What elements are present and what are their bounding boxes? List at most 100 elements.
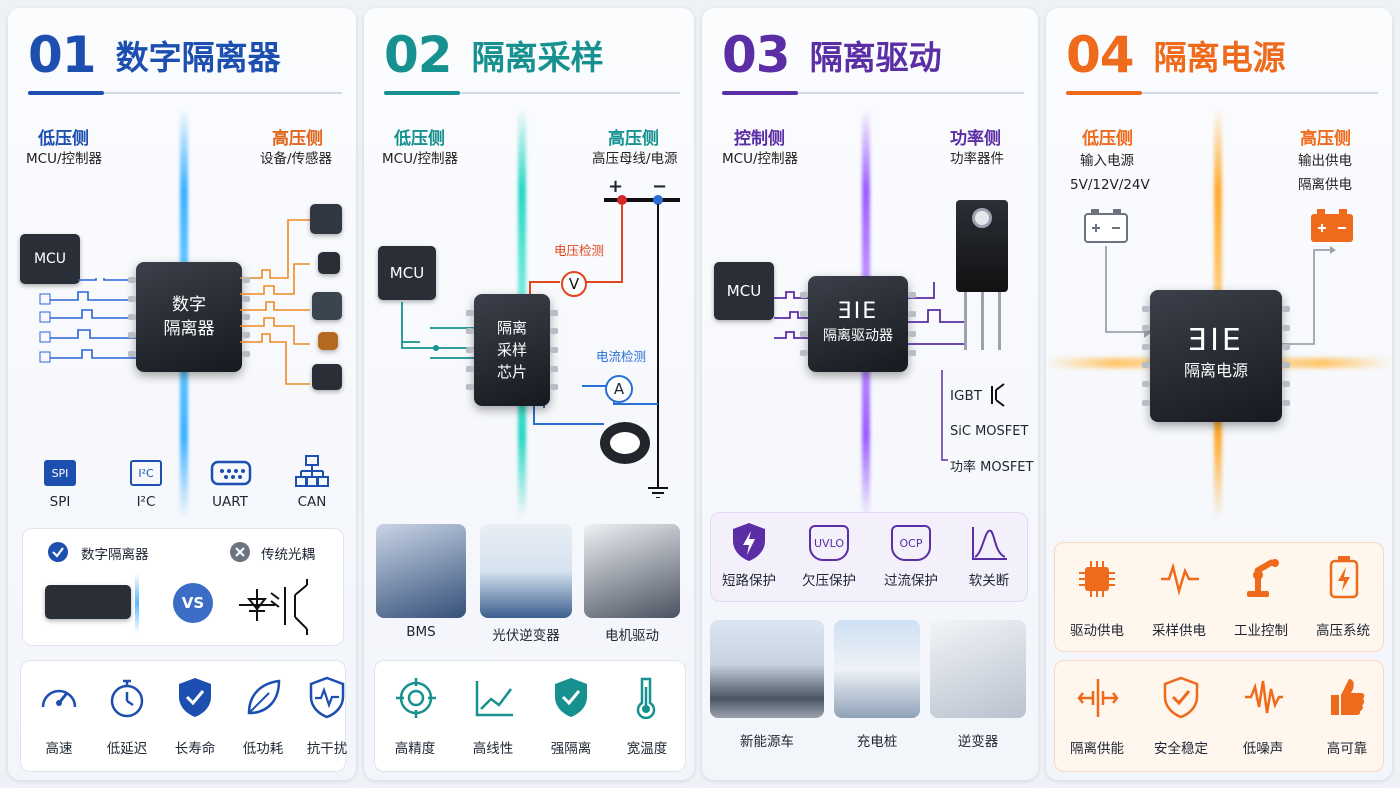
chip-pin (466, 365, 474, 372)
current-detect-label: 电流检测 (596, 349, 647, 364)
high-side-sub: 设备/传感器 (260, 151, 333, 167)
chip-pin (550, 328, 558, 335)
isolated-power-chip: ƎIE 隔离电源 (1150, 290, 1282, 422)
signal-traces-right (908, 282, 964, 345)
chip-pin (1142, 400, 1150, 407)
feature-label-1: 高精度 (394, 741, 436, 757)
panel-title: 隔离电源 (1153, 38, 1286, 77)
digital-isolator-chip: 数字 隔离器 (136, 262, 242, 372)
signal-traces-right (240, 219, 310, 385)
protection-label-4: 软关断 (968, 573, 1010, 589)
title-underline (384, 91, 680, 95)
chip-pin (550, 365, 558, 372)
low-side-heading: 低压侧 (1082, 129, 1133, 149)
panel-isolated-driver: 03 隔离驱动 控制侧 MCU/控制器 功率侧 功率器件 MCU ƎIE 隔离驱… (702, 8, 1038, 780)
panel-number: 04 (1066, 26, 1135, 84)
sensor-device-4 (318, 332, 338, 350)
protection-label-1: 短路保护 (722, 573, 776, 589)
uart-port-icon (210, 460, 252, 486)
chip-label-line1: 数字 (172, 295, 206, 315)
chip-label-line3: 芯片 (496, 363, 527, 381)
chip-pin (1282, 343, 1290, 350)
robot-arm-icon (1247, 559, 1279, 597)
chip-pin (1142, 305, 1150, 312)
soft-curve-icon (972, 527, 1007, 560)
protection-label-2: 欠压保护 (802, 573, 856, 589)
high-side-heading: 高压侧 (1300, 129, 1351, 149)
chip-pin (800, 311, 808, 318)
app-label-2: 采样供电 (1152, 623, 1206, 639)
isolation-arrows-icon (1077, 679, 1119, 717)
protections-card: UVLO OCP 短路保护 欠压保护 过流保护 软关断 (710, 512, 1028, 602)
chip-icon (1079, 561, 1115, 597)
panel-number: 01 (28, 26, 97, 84)
app-label-1: 驱动供电 (1070, 623, 1124, 639)
app-label-3: 工业控制 (1234, 623, 1288, 639)
igbt-symbol-icon (991, 383, 1005, 407)
uvlo-icon: UVLO (809, 525, 849, 561)
panel-header: 02 隔离采样 (384, 24, 604, 86)
panel-number: 02 (384, 26, 453, 84)
input-voltage: 5V/12V/24V (1070, 177, 1150, 193)
signal-traces-left (39, 278, 138, 363)
panel-header: 01 数字隔离器 (28, 24, 281, 86)
device-bracket (941, 370, 948, 461)
chip-pin (466, 309, 474, 316)
chip-label: 隔离驱动器 (823, 328, 893, 344)
noise-wave-icon (1245, 680, 1283, 714)
signal-traces-left (774, 291, 820, 339)
optocoupler-symbol (239, 579, 308, 635)
chip-pin (1282, 324, 1290, 331)
high-side-sub: 高压母线/电源 (592, 151, 678, 167)
transistor-leg (981, 292, 984, 350)
chip-pin (242, 277, 250, 284)
app-label-inverter: 逆变器 (957, 734, 999, 750)
mcu-chip: MCU (714, 262, 774, 320)
waveform-icon (1161, 562, 1199, 596)
applications-card: 驱动供电 采样供电 工业控制 高压系统 (1054, 542, 1384, 652)
app-label-motor: 电机驱动 (605, 628, 659, 644)
chip-pin (1282, 381, 1290, 388)
output-label: 输出供电 (1298, 153, 1352, 169)
signal-traces-left (401, 302, 478, 359)
transistor-leg (964, 292, 967, 350)
sensor-device-2 (318, 252, 340, 274)
chip-pin (1142, 381, 1150, 388)
low-side-heading: 低压侧 (394, 129, 445, 149)
low-side-heading: 低压侧 (38, 129, 89, 149)
chip-pin (1282, 400, 1290, 407)
bus-minus: − (652, 176, 668, 197)
can-network-icon (295, 455, 329, 487)
chip-pin (242, 332, 250, 339)
chip-pin (242, 295, 250, 302)
digital-isolator-package (45, 585, 131, 619)
chip-pin (908, 330, 916, 337)
stopwatch-icon (110, 679, 144, 718)
chip-label: 隔离电源 (1183, 361, 1248, 380)
chip-label-line2: 采样 (496, 341, 527, 359)
chip-pin (1282, 362, 1290, 369)
target-icon (396, 678, 436, 718)
feature-label-2: 安全稳定 (1154, 741, 1208, 757)
title-underline (1066, 91, 1378, 95)
current-transformer (600, 422, 650, 464)
spi-icon: SPI (44, 460, 76, 486)
mount-hole (972, 208, 992, 228)
chip-pin (466, 384, 474, 391)
ammeter-symbol: A (613, 380, 625, 398)
chip-pin (908, 292, 916, 299)
i2c-icon: I²C (130, 460, 162, 486)
panel-number: 03 (722, 26, 791, 84)
device-power-mosfet: 功率 MOSFET (950, 460, 1034, 475)
feature-label-3: 低噪声 (1242, 741, 1284, 757)
title-underline (722, 91, 1024, 95)
chip-pin (128, 314, 136, 320)
chip-label-line2: 隔离器 (163, 319, 215, 339)
power-side-sub: 功率器件 (950, 151, 1004, 167)
control-side-heading: 控制侧 (734, 129, 785, 149)
feature-label-4: 高可靠 (1326, 741, 1368, 757)
features-card: 高速 低延迟 长寿命 低功耗 抗干扰 (20, 660, 347, 772)
protection-label-3: 过流保护 (884, 573, 938, 589)
panel-digital-isolator: 01 数字隔离器 低压侧 MCU/控制器 高压侧 设备/传感器 MCU 数字 隔… (8, 8, 356, 780)
chip-pin (128, 277, 136, 284)
